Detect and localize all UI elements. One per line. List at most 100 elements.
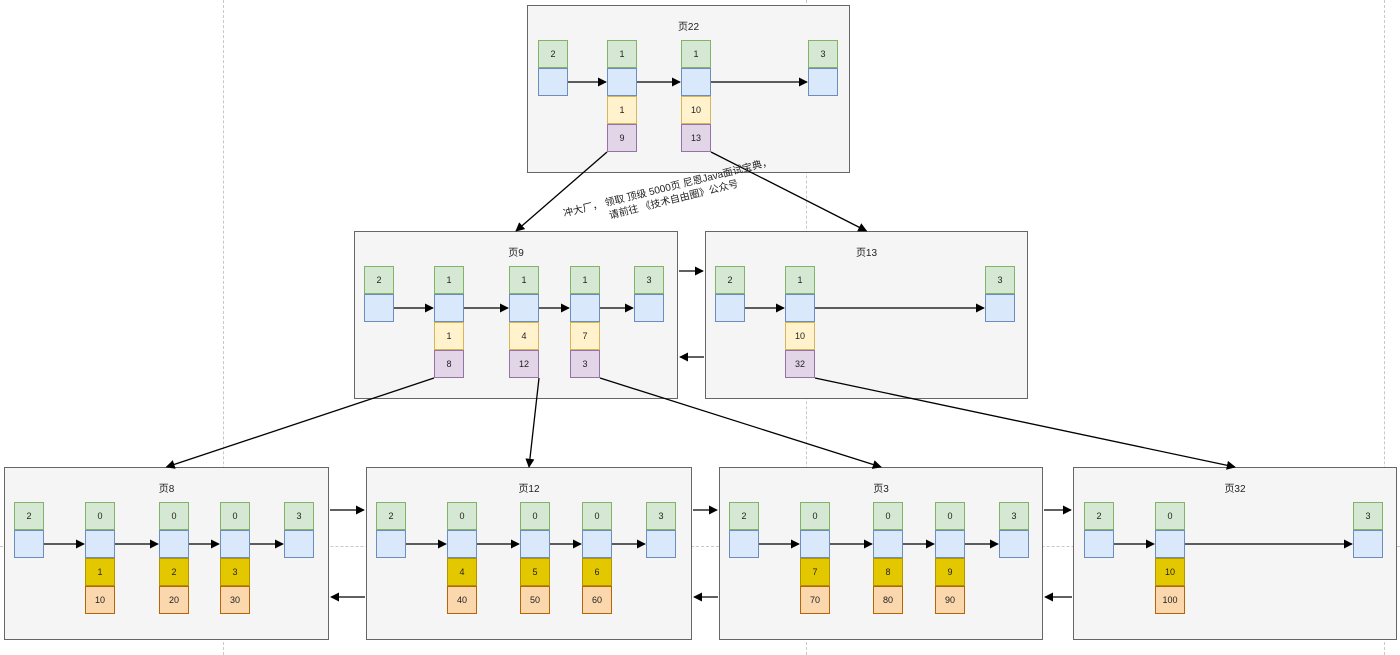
page-title: 页3: [873, 484, 889, 495]
page-title: 页8: [158, 484, 175, 495]
record-key-cell: 4: [447, 558, 477, 586]
guide-line-horizontal: [0, 546, 1400, 547]
record-count-cell: 0: [220, 502, 250, 530]
record-count-cell: 2: [1084, 502, 1114, 530]
record-count-cell: 2: [376, 502, 406, 530]
record-count-cell: 2: [14, 502, 44, 530]
child-page-cell: 8: [434, 350, 464, 378]
record-value-cell: 40: [447, 586, 477, 614]
record-count-cell: 0: [1155, 502, 1185, 530]
next-record-pointer-cell: [634, 294, 664, 322]
page-title: 页22: [677, 22, 700, 33]
record-key-cell: 5: [520, 558, 550, 586]
record-count-cell: 1: [434, 266, 464, 294]
next-record-pointer-cell: [520, 530, 550, 558]
page-title: 页9: [508, 248, 524, 259]
next-record-pointer-cell: [646, 530, 676, 558]
next-record-pointer-cell: [985, 294, 1015, 322]
next-record-pointer-cell: [935, 530, 965, 558]
record-value-cell: 80: [873, 586, 903, 614]
record-count-cell: 3: [1353, 502, 1383, 530]
record-key-cell: 3: [220, 558, 250, 586]
next-record-pointer-cell: [447, 530, 477, 558]
record-count-cell: 2: [729, 502, 759, 530]
record-count-cell: 2: [364, 266, 394, 294]
record-count-cell: 3: [634, 266, 664, 294]
next-record-pointer-cell: [1155, 530, 1185, 558]
directory-key-cell: 7: [570, 322, 600, 350]
child-page-cell: 32: [785, 350, 815, 378]
record-key-cell: 8: [873, 558, 903, 586]
record-value-cell: 60: [582, 586, 612, 614]
directory-key-cell: 1: [607, 96, 637, 124]
next-record-pointer-cell: [808, 68, 838, 96]
page-title: 页32: [1224, 484, 1246, 495]
record-count-cell: 3: [985, 266, 1015, 294]
page-title: 页12: [518, 484, 540, 495]
record-count-cell: 3: [646, 502, 676, 530]
record-count-cell: 0: [800, 502, 830, 530]
next-record-pointer-cell: [582, 530, 612, 558]
record-value-cell: 100: [1155, 586, 1185, 614]
record-count-cell: 1: [785, 266, 815, 294]
next-record-pointer-cell: [376, 530, 406, 558]
next-record-pointer-cell: [1353, 530, 1383, 558]
next-record-pointer-cell: [1084, 530, 1114, 558]
page-13: 页13: [705, 231, 1028, 399]
record-count-cell: 1: [509, 266, 539, 294]
next-record-pointer-cell: [873, 530, 903, 558]
record-count-cell: 0: [873, 502, 903, 530]
next-record-pointer-cell: [85, 530, 115, 558]
record-count-cell: 1: [570, 266, 600, 294]
record-count-cell: 2: [715, 266, 745, 294]
record-value-cell: 50: [520, 586, 550, 614]
record-count-cell: 3: [808, 40, 838, 68]
page-32: 页32: [1073, 467, 1397, 640]
next-record-pointer-cell: [785, 294, 815, 322]
record-key-cell: 1: [85, 558, 115, 586]
directory-key-cell: 10: [785, 322, 815, 350]
record-count-cell: 1: [681, 40, 711, 68]
next-record-pointer-cell: [364, 294, 394, 322]
child-page-cell: 3: [570, 350, 600, 378]
record-count-cell: 3: [999, 502, 1029, 530]
record-key-cell: 6: [582, 558, 612, 586]
next-record-pointer-cell: [538, 68, 568, 96]
record-value-cell: 70: [800, 586, 830, 614]
next-record-pointer-cell: [284, 530, 314, 558]
record-key-cell: 7: [800, 558, 830, 586]
next-record-pointer-cell: [800, 530, 830, 558]
next-record-pointer-cell: [434, 294, 464, 322]
next-record-pointer-cell: [509, 294, 539, 322]
record-key-cell: 10: [1155, 558, 1185, 586]
child-page-cell: 12: [509, 350, 539, 378]
next-record-pointer-cell: [159, 530, 189, 558]
record-count-cell: 0: [159, 502, 189, 530]
record-value-cell: 30: [220, 586, 250, 614]
record-key-cell: 2: [159, 558, 189, 586]
next-record-pointer-cell: [220, 530, 250, 558]
record-count-cell: 3: [284, 502, 314, 530]
next-record-pointer-cell: [570, 294, 600, 322]
child-page-cell: 9: [607, 124, 637, 152]
directory-key-cell: 10: [681, 96, 711, 124]
directory-key-cell: 1: [434, 322, 464, 350]
directory-key-cell: 4: [509, 322, 539, 350]
record-count-cell: 0: [935, 502, 965, 530]
next-record-pointer-cell: [14, 530, 44, 558]
record-value-cell: 10: [85, 586, 115, 614]
next-record-pointer-cell: [729, 530, 759, 558]
next-record-pointer-cell: [715, 294, 745, 322]
record-count-cell: 1: [607, 40, 637, 68]
child-page-cell: 13: [681, 124, 711, 152]
guide-line-left: [223, 0, 224, 655]
record-count-cell: 2: [538, 40, 568, 68]
page-title: 页13: [855, 248, 878, 259]
record-count-cell: 0: [520, 502, 550, 530]
record-count-cell: 0: [582, 502, 612, 530]
record-count-cell: 0: [85, 502, 115, 530]
record-key-cell: 9: [935, 558, 965, 586]
guide-line-right: [1384, 0, 1385, 655]
record-count-cell: 0: [447, 502, 477, 530]
next-record-pointer-cell: [999, 530, 1029, 558]
